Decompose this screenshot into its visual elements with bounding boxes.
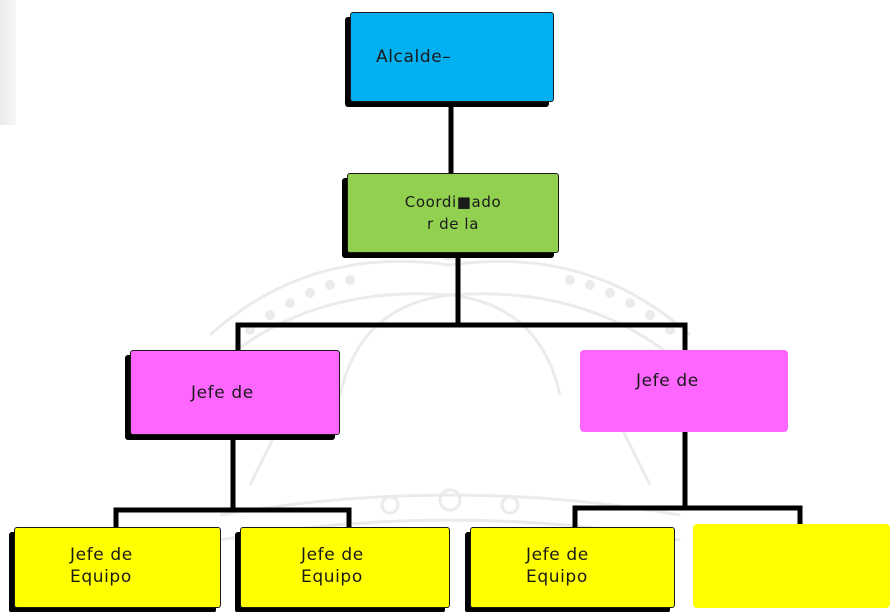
node-equipo-1: Jefe de Equipo xyxy=(14,527,221,608)
node-coordinador-line2: r de la xyxy=(426,215,479,233)
node-equipo-1-line2: Equipo xyxy=(70,567,132,587)
node-equipo-3: Jefe de Equipo xyxy=(470,527,675,608)
node-coordinador-line1: Coordi■ado xyxy=(404,193,502,211)
node-equipo-3-line1: Jefe de xyxy=(526,545,589,565)
node-jefe-right-label: Jefe de xyxy=(636,371,699,391)
node-equipo-2-line1: Jefe de xyxy=(301,545,364,565)
node-alcalde: Alcalde– xyxy=(350,12,554,102)
node-jefe-left-label: Jefe de xyxy=(191,382,254,403)
node-equipo-1-line1: Jefe de xyxy=(70,545,133,565)
node-coordinador: Coordi■ado r de la xyxy=(347,173,559,253)
node-equipo-2: Jefe de Equipo xyxy=(240,527,450,608)
node-jefe-right: Jefe de xyxy=(580,350,788,432)
left-edge-strip xyxy=(0,0,16,125)
node-equipo-4 xyxy=(693,524,890,608)
node-equipo-3-line2: Equipo xyxy=(526,567,588,587)
node-alcalde-label: Alcalde– xyxy=(376,47,452,67)
node-equipo-2-line2: Equipo xyxy=(301,567,363,587)
node-jefe-left: Jefe de xyxy=(130,350,340,435)
